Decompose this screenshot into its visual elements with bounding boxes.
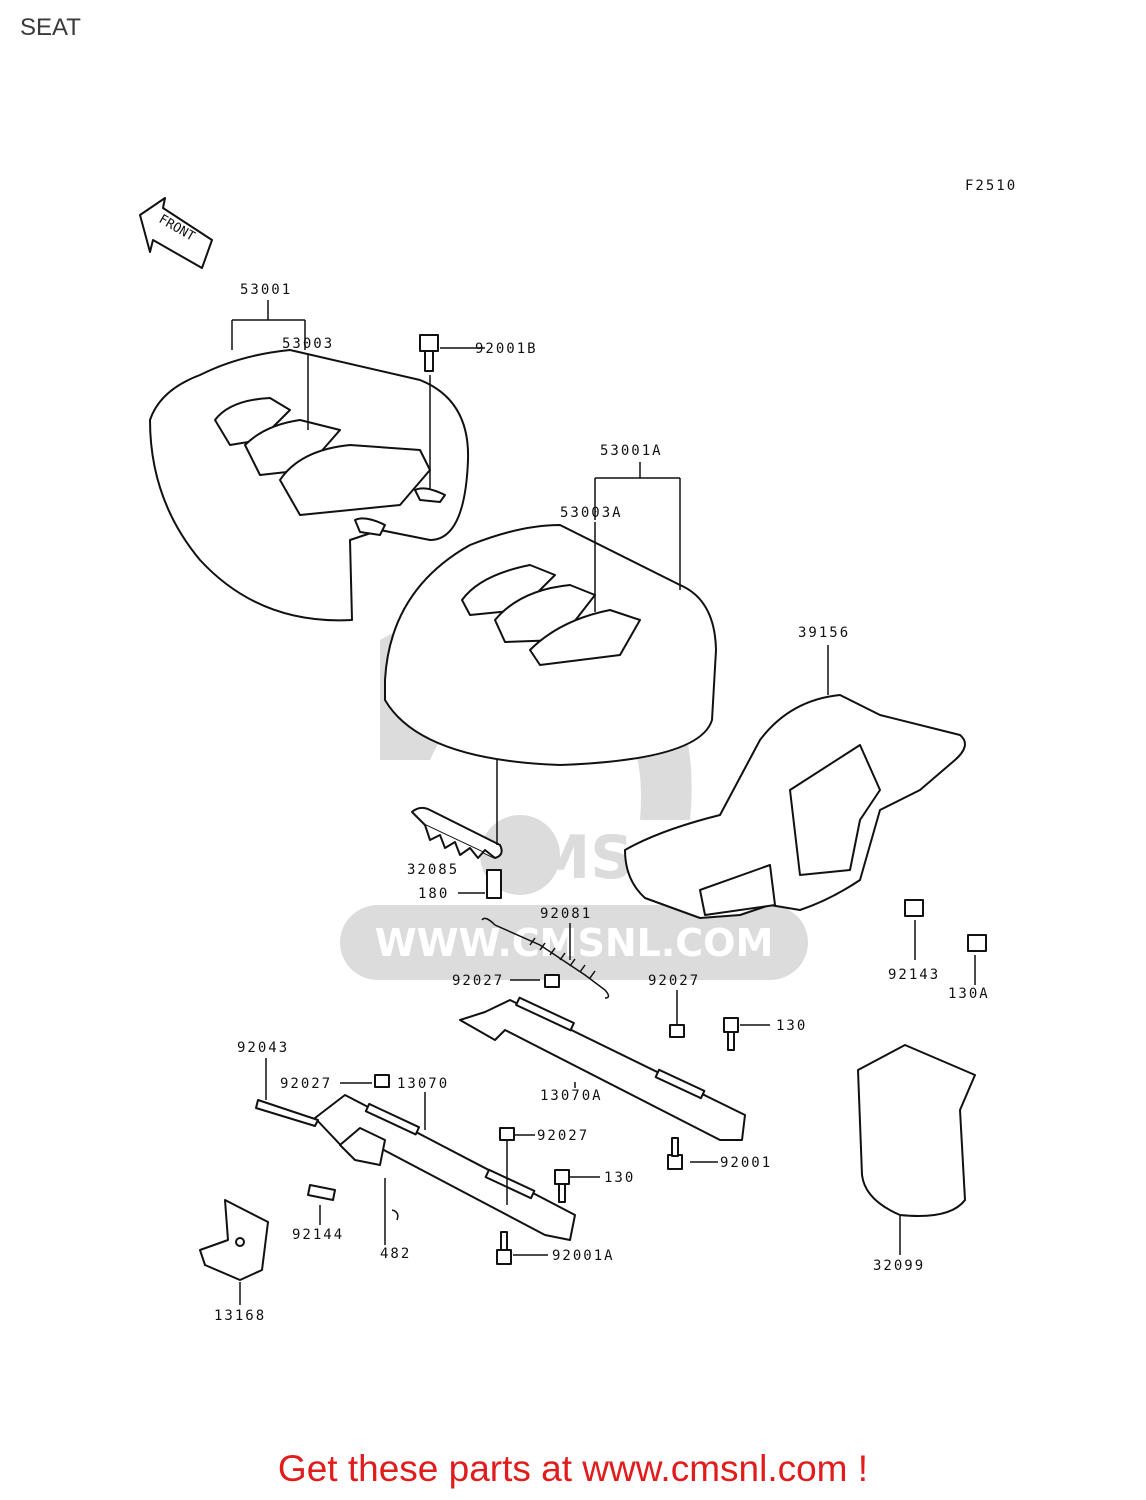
spring-92081 [481, 917, 610, 999]
callout-92143: 92143 [888, 967, 940, 983]
cover-39156 [624, 694, 966, 919]
callout-482: 482 [380, 1246, 411, 1262]
callout-92027-c: 92027 [280, 1076, 332, 1092]
callout-53001: 53001 [240, 282, 292, 298]
seat-53001 [149, 349, 470, 622]
front-arrow: FRONT [139, 197, 213, 269]
callout-92027-a: 92027 [452, 973, 504, 989]
callout-92043: 92043 [237, 1040, 289, 1056]
watermark-logo: CMS [487, 823, 634, 893]
small-hardware [255, 334, 987, 1265]
callout-32085: 32085 [407, 862, 459, 878]
callout-130-b: 130 [604, 1170, 635, 1186]
seat-53001a [384, 524, 717, 766]
plate-13070 [314, 1094, 576, 1241]
bracket-13168 [199, 1199, 269, 1281]
callout-92144: 92144 [292, 1227, 344, 1243]
callout-130-a: 130 [776, 1018, 807, 1034]
callout-32099: 32099 [873, 1258, 925, 1274]
callout-92027-d: 92027 [537, 1128, 589, 1144]
exploded-parts-diagram: CMS WWW.CMSNL.COM FRONT F2510 [139, 178, 1017, 1324]
callout-53003: 53003 [282, 336, 334, 352]
callout-13070: 13070 [397, 1076, 449, 1092]
callout-92001: 92001 [720, 1155, 772, 1171]
callout-39156: 39156 [798, 625, 850, 641]
callout-92001b: 92001B [475, 341, 538, 357]
footer-banner[interactable]: Get these parts at www.cmsnl.com ! [277, 1448, 869, 1489]
callout-labels: 53001 53003 92001B 53001A 53003A 39156 3… [214, 282, 990, 1324]
figure-code: F2510 [965, 178, 1017, 194]
callout-53001a: 53001A [600, 443, 663, 459]
callout-92001a: 92001A [552, 1248, 615, 1264]
callout-92081: 92081 [540, 906, 592, 922]
bracket-32085 [411, 806, 503, 859]
callout-92027-b: 92027 [648, 973, 700, 989]
leader-lines [231, 300, 976, 1305]
watermark-url: WWW.CMSNL.COM [375, 921, 774, 965]
page-title: SEAT [20, 14, 81, 41]
callout-13070a: 13070A [540, 1088, 603, 1104]
callout-130a: 130A [948, 986, 990, 1002]
callout-180: 180 [418, 886, 449, 902]
callout-13168: 13168 [214, 1308, 266, 1324]
plate-13070a [459, 996, 746, 1141]
box-32099 [857, 1044, 976, 1217]
callout-53003a: 53003A [560, 505, 623, 521]
